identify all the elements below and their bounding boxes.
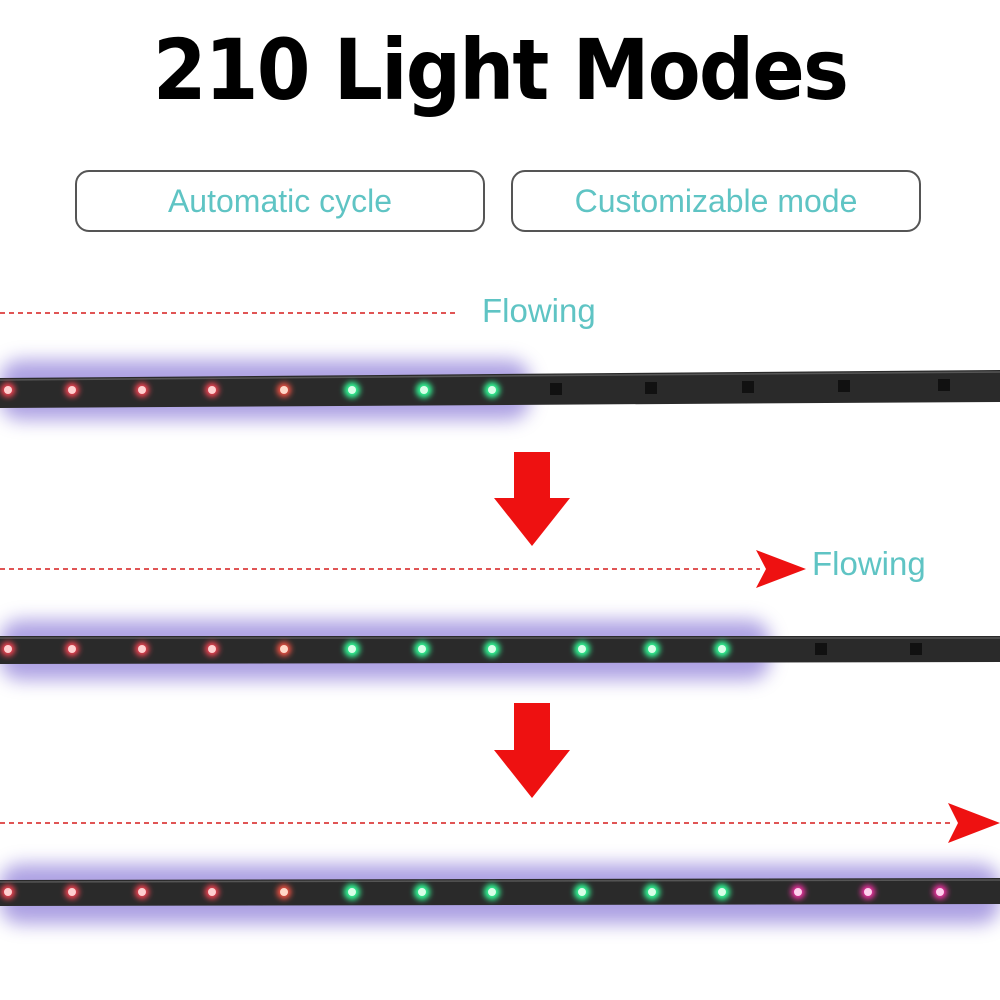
arrow-right-icon: [756, 550, 806, 588]
automatic-cycle-label: Automatic cycle: [167, 182, 393, 219]
led-row-2: [1, 641, 922, 657]
arrow-down-icon: [494, 452, 570, 546]
flowing-label-2: Flowing: [812, 545, 926, 582]
automatic-cycle-button[interactable]: Automatic cycle: [75, 170, 485, 232]
arrow-right-icon: [948, 803, 1000, 843]
led-row-3: [1, 884, 947, 900]
led-row-1: [1, 379, 950, 398]
flowing-label-1: Flowing: [482, 292, 596, 329]
customizable-mode-button[interactable]: Customizable mode: [511, 170, 921, 232]
page-title: 210 Light Modes: [152, 21, 849, 119]
arrow-down-icon: [494, 703, 570, 798]
led-strip-3: [0, 864, 1000, 924]
led-strip-2: [0, 620, 1000, 680]
led-strip-1: [0, 360, 1000, 420]
customizable-mode-label: Customizable mode: [574, 182, 858, 219]
